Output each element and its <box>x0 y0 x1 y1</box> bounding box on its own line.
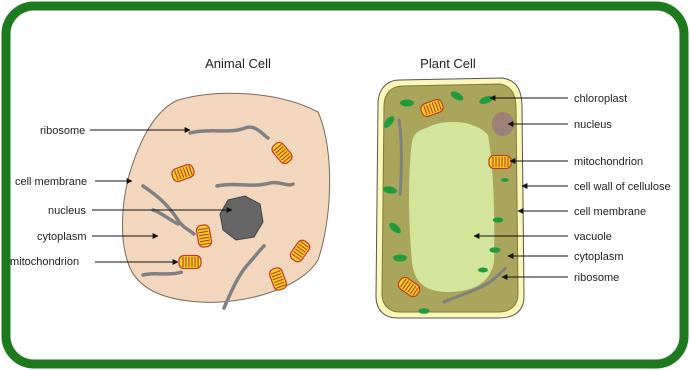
chloroplast <box>501 178 509 182</box>
label-vacuole: vacuole <box>574 231 612 243</box>
label-plant-cell-membrane: cell membrane <box>574 206 646 218</box>
label-plant-ribosome: ribosome <box>574 272 619 284</box>
label-cytoplasm: cytoplasm <box>37 231 87 243</box>
label-cell-membrane: cell membrane <box>15 176 87 188</box>
animal-cell-membrane <box>122 93 329 302</box>
animal-mitochondrion <box>179 256 201 269</box>
chloroplast <box>418 308 429 314</box>
plant-mitochondrion <box>489 156 511 169</box>
label-plant-cytoplasm: cytoplasm <box>574 251 624 263</box>
label-plant-nucleus: nucleus <box>574 119 612 131</box>
chloroplast <box>489 247 500 253</box>
chloroplast <box>493 217 504 222</box>
label-mitochondrion: mitochondrion <box>10 256 79 268</box>
animal-cell-title: Animal Cell <box>205 56 271 71</box>
label-plant-mitochondrion: mitochondrion <box>574 156 643 168</box>
chloroplast <box>478 268 488 273</box>
label-ribosome: ribosome <box>40 125 85 137</box>
plant-vacuole <box>409 122 494 292</box>
label-chloroplast: chloroplast <box>574 93 627 105</box>
chloroplast <box>393 255 407 262</box>
plant-cell-title: Plant Cell <box>420 56 476 71</box>
chloroplast <box>400 100 414 107</box>
label-cell-wall: cell wall of cellulose <box>574 181 671 193</box>
label-nucleus: nucleus <box>48 205 86 217</box>
